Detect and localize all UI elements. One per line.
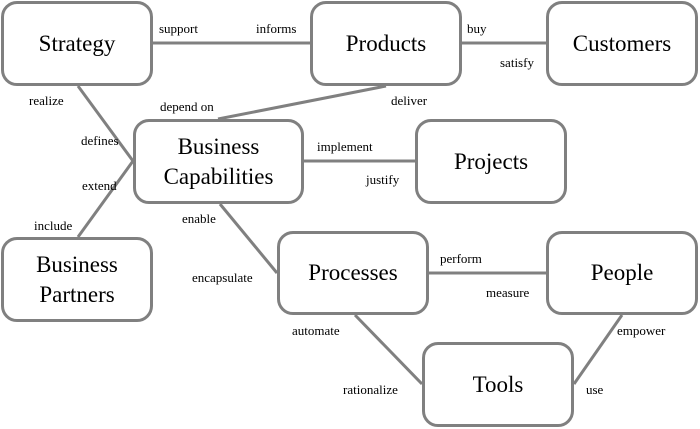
node-tools[interactable]: Tools: [422, 342, 574, 427]
edge-label-enable: enable: [182, 211, 216, 226]
edge-label-satisfy: satisfy: [500, 55, 534, 70]
node-label: Customers: [572, 30, 672, 56]
edge-label-automate: automate: [292, 323, 340, 338]
edge-label-perform: perform: [440, 251, 482, 266]
edge-label-use: use: [586, 382, 604, 397]
edge-label-encapsulate: encapsulate: [192, 270, 253, 285]
edge-label-measure: measure: [486, 285, 530, 300]
node-products[interactable]: Products: [310, 1, 462, 86]
node-customers[interactable]: Customers: [546, 1, 698, 86]
node-label: Processes: [308, 260, 398, 285]
node-label: Tools: [472, 371, 524, 397]
edge-business-partners-business-capabilities: [76, 160, 135, 238]
edge-processes-tools: [353, 313, 424, 386]
node-projects[interactable]: Projects: [415, 119, 567, 204]
node-business-partners[interactable]: Business Partners: [1, 237, 153, 322]
edge-people-tools: [572, 314, 624, 385]
edge-label-informs: informs: [256, 21, 297, 36]
node-strategy[interactable]: Strategy: [1, 1, 153, 86]
node-label-line: Business: [177, 133, 260, 159]
edge-label-deliver: deliver: [391, 93, 428, 108]
edge-label-empower: empower: [617, 323, 666, 338]
node-label-line: Business: [36, 251, 118, 277]
node-label: Projects: [453, 148, 529, 174]
edge-label-justify: justify: [366, 172, 400, 187]
edge-business-capabilities-products: [217, 84, 387, 121]
edge-label-extend: extend: [82, 178, 117, 193]
edge-label-realize: realize: [29, 93, 64, 108]
edge-label-buy: buy: [467, 21, 487, 36]
edge-label-defines: defines: [81, 133, 119, 148]
node-label-line: Partners: [39, 281, 115, 307]
node-label: People: [590, 260, 654, 285]
edge-business-capabilities-processes: [218, 203, 279, 274]
node-processes[interactable]: Processes: [277, 231, 429, 315]
edge-label-support: support: [159, 21, 198, 36]
edge-strategy-business-capabilities: [76, 85, 135, 162]
node-people[interactable]: People: [546, 231, 698, 315]
edge-label-implement: implement: [317, 139, 373, 154]
edge-label-include: include: [34, 218, 73, 233]
node-label: Strategy: [38, 30, 116, 56]
node-label: Products: [345, 30, 427, 56]
node-label-line: Capabilities: [163, 163, 274, 189]
edge-label-rationalize: rationalize: [343, 382, 398, 397]
node-business-capabilities[interactable]: Business Capabilities: [133, 119, 304, 204]
edge-label-depend-on: depend on: [160, 99, 214, 114]
